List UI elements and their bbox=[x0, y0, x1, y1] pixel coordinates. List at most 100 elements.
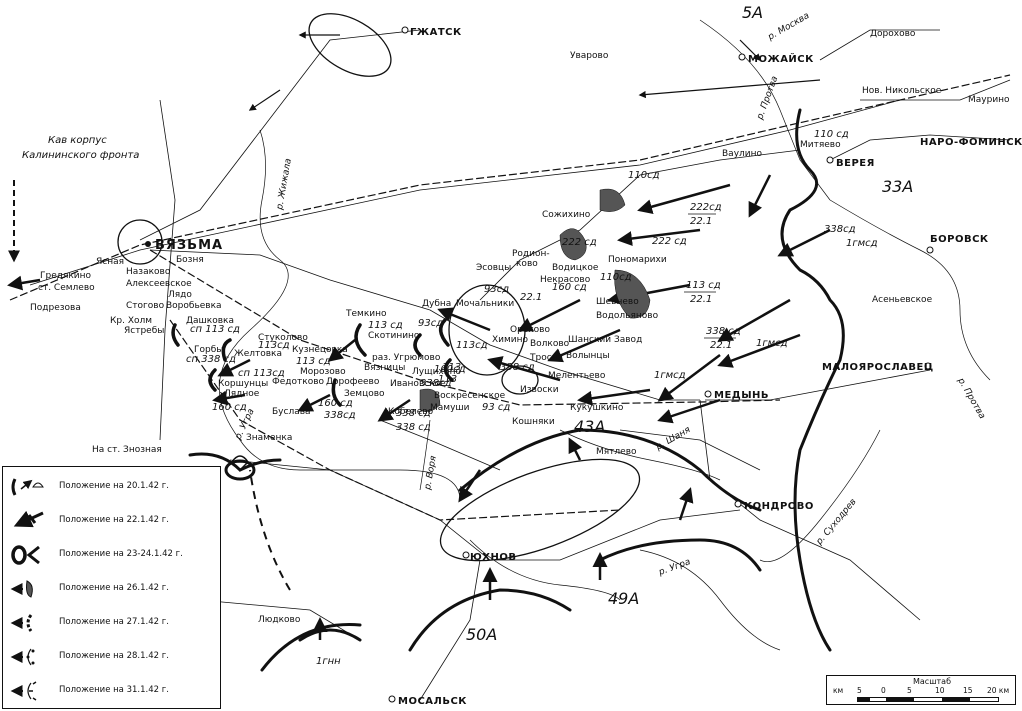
town-stukolovo: Стуколово bbox=[258, 333, 308, 343]
town-dubna: Дубна bbox=[422, 299, 451, 309]
scale-tick: 0 bbox=[881, 686, 886, 695]
unit-113-bottom: 22.1 bbox=[690, 294, 712, 305]
kondrovo-dot bbox=[734, 500, 742, 508]
town-yasnaya: Ясная bbox=[96, 257, 124, 267]
unit-338-b: 338сд bbox=[324, 410, 356, 421]
unit-338-e: 338сд bbox=[420, 378, 452, 389]
unit-1gmsd-a: 1гмсд bbox=[846, 238, 878, 249]
city-maloyaroslavets: МАЛОЯРОСЛАВЕЦ bbox=[822, 362, 934, 373]
yukhnov-dot bbox=[462, 551, 470, 559]
unit-22-1: 22.1 bbox=[520, 292, 542, 303]
city-gzhatsk: ГЖАТСК bbox=[410, 27, 462, 38]
town-myatlevo: Мятлево bbox=[596, 447, 637, 457]
legend-item-22-1: Положение на 22.1.42 г. bbox=[3, 507, 220, 535]
scale-tick: 5 bbox=[907, 686, 912, 695]
unit-338-f: 338 сд bbox=[396, 408, 431, 419]
city-mozhaisk: МОЖАЙСК bbox=[748, 52, 814, 65]
unit-222-top: 222сд bbox=[690, 202, 722, 213]
town-bozhnya: Бозня bbox=[176, 255, 204, 265]
gzhatsk-dot bbox=[401, 26, 409, 34]
position-hooks bbox=[171, 318, 454, 407]
legend-label: Положение на 26.1.42 г. bbox=[59, 583, 169, 593]
army-43a: 43А bbox=[574, 417, 605, 436]
town-koshnyaki: Кошняки bbox=[512, 417, 555, 427]
army-33a: 33А bbox=[882, 177, 913, 196]
town-dorokhovo: Дорохово bbox=[870, 29, 916, 39]
unit-113-top: 113 сд bbox=[686, 280, 721, 291]
front-lines bbox=[188, 108, 845, 672]
town-vyaznitsy: Вязницы bbox=[364, 363, 405, 373]
town-kobelevo: Кобелево bbox=[388, 407, 434, 417]
unit-222-b: 222 сд bbox=[652, 236, 687, 247]
medyn-dot bbox=[704, 390, 712, 398]
town-stogovo: Стогово bbox=[126, 301, 165, 311]
town-raz-ugryumovo: раз. Угрюмово bbox=[372, 353, 441, 363]
scale-bar-graphic bbox=[857, 697, 999, 702]
calvary-line2: Калининского фронта bbox=[22, 150, 139, 161]
town-kr-kholm: Кр. Холм bbox=[110, 316, 152, 326]
river-moskva: р. Москва bbox=[766, 11, 812, 43]
unit-110-mid: 110сд bbox=[600, 272, 632, 283]
town-ponomarikhi: Пономарихи bbox=[608, 255, 667, 265]
scale-tick: 5 bbox=[857, 686, 862, 695]
legend-encircle-icon bbox=[11, 545, 40, 565]
scale-tick: 15 bbox=[963, 686, 973, 695]
legend-label: Положение на 22.1.42 г. bbox=[59, 515, 169, 525]
scale-title: Масштаб bbox=[913, 677, 952, 686]
unit-labels: 110 сд 110сд 110сд 222сд 22.1 222 сд 222… bbox=[186, 129, 878, 667]
legend-item-23-24-1: Положение на 23-24.1.42 г. bbox=[3, 541, 220, 569]
legend-hook-ticks-icon bbox=[10, 681, 37, 701]
unit-113-a: 113сд bbox=[456, 340, 488, 351]
town-rodionkovo1: Родион- bbox=[512, 249, 550, 259]
city-borovsk: БОРОВСК bbox=[930, 234, 989, 245]
scale-tick: 10 bbox=[935, 686, 945, 695]
town-trosna: Тросна bbox=[529, 353, 563, 363]
unit-113-h: 113 bbox=[438, 374, 457, 385]
river-gzhat: р. Жижала bbox=[275, 158, 294, 212]
unit-1gmsd-b: 1гмсд bbox=[756, 338, 788, 349]
unit-1gnn: 1гнн bbox=[316, 656, 341, 667]
town-orekhovo: Орехово bbox=[510, 325, 550, 335]
unit-222-bottom: 22.1 bbox=[690, 216, 712, 227]
city-vereya: ВЕРЕЯ bbox=[836, 158, 875, 169]
vereya-dot bbox=[826, 156, 834, 164]
town-buslava: Буслава bbox=[272, 407, 311, 417]
dashed-route bbox=[249, 469, 291, 591]
town-gorby: Горбы bbox=[194, 345, 223, 355]
city-naro-fominsk: НАРО-ФОМИНСК bbox=[920, 137, 1022, 148]
city-vyazma: ВЯЗЬМА bbox=[155, 238, 223, 253]
unit-110-vereya: 110 сд bbox=[814, 129, 849, 140]
city-labels: ВЯЗЬМА ГЖАТСК МОЖАЙСК НАРО-ФОМИНСК БОРОВ… bbox=[155, 27, 1022, 707]
town-lushchikhino: Лущихино bbox=[412, 367, 461, 377]
encirclements bbox=[117, 13, 641, 562]
legend-hook-parachute-icon bbox=[11, 478, 44, 496]
town-tyomkino: Темкино bbox=[345, 309, 387, 319]
town-melentyevo: Мелентьево bbox=[548, 371, 606, 381]
borovsk-dot bbox=[926, 246, 934, 254]
town-izvoski: Извоски bbox=[520, 385, 559, 395]
town-vaulino: Ваулино bbox=[722, 149, 763, 159]
town-volintsy: Волынцы bbox=[566, 351, 610, 361]
town-ivanovskoe: Ивановское bbox=[390, 379, 446, 389]
scale-bar: Масштаб км 5 0 5 10 15 20 км bbox=[826, 675, 1016, 705]
vyazma-dot bbox=[145, 241, 151, 247]
river-protva-north: р. Протва bbox=[755, 75, 780, 122]
hatched-zones bbox=[419, 188, 651, 412]
city-mosalsk: МОСАЛЬСК bbox=[398, 696, 467, 707]
town-nazakovo: Назаково bbox=[126, 267, 171, 277]
town-maurino: Маурино bbox=[968, 95, 1010, 105]
scale-unit-left: км bbox=[833, 686, 844, 695]
town-grediakino: Гредякино bbox=[40, 271, 92, 281]
town-znamenka: Знаменка bbox=[246, 433, 292, 443]
legend-hook-dashed-icon bbox=[10, 614, 33, 632]
river-protva-east: р. Протва bbox=[955, 376, 987, 421]
unit-338-east: 338сд bbox=[824, 224, 856, 235]
town-alekseevskoe: Алексеевское bbox=[126, 279, 192, 289]
town-yastrebi: Ястребы bbox=[124, 326, 164, 336]
unit-338-d: сп 338 сд bbox=[186, 354, 236, 365]
town-vodolyanovo: Водольяново bbox=[596, 311, 659, 321]
legend-label: Положение на 23-24.1.42 г. bbox=[59, 549, 183, 559]
unit-113-g: сп 113сд bbox=[238, 368, 285, 379]
unit-113-c: 113 сд bbox=[296, 356, 331, 367]
unit-93-b: 93сд bbox=[484, 284, 509, 295]
